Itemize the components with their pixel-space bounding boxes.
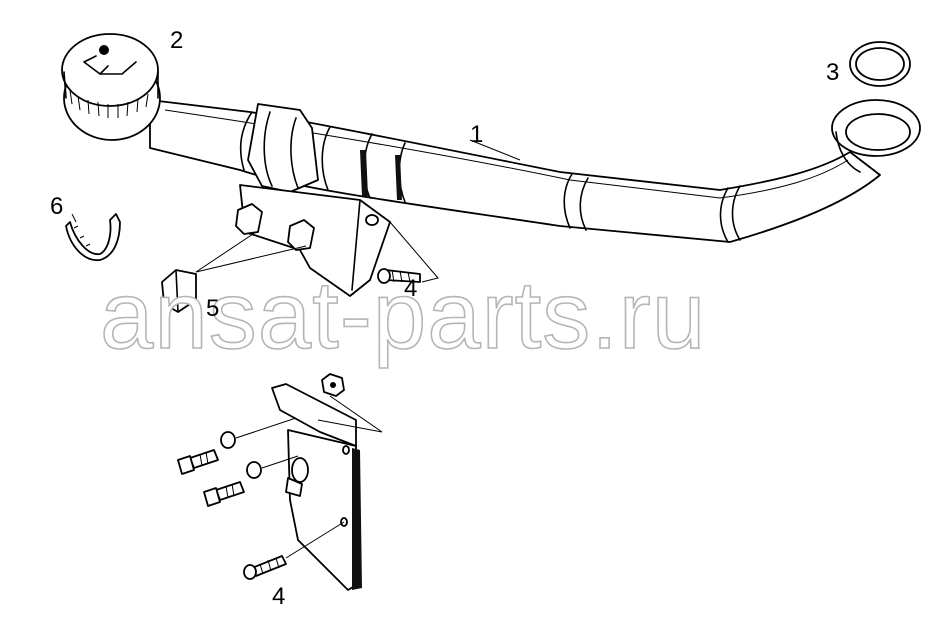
screw-lower [243,555,287,580]
callout-6: 6 [50,193,63,220]
leader-5 [195,231,307,273]
leader-1 [469,139,521,161]
hose-clip [65,213,121,261]
bolt-lower [203,461,262,507]
callout-2: 2 [170,27,183,54]
leader-4-upper [389,221,439,283]
callout-5: 5 [206,295,219,322]
callout-1: 1 [470,121,483,148]
grommet [161,269,197,313]
leader-nut [317,395,383,433]
pipe-elbow-end [831,99,921,173]
leader-bolts [235,417,299,469]
callout-4-upper: 4 [404,275,417,302]
screw-upper [377,268,421,284]
pipe-bracket [235,184,391,297]
callout-3: 3 [826,59,839,86]
filler-pipe [149,99,881,243]
bolt-upper [177,431,236,475]
leader-4-lower [285,521,345,559]
nut [321,373,345,397]
o-ring [849,41,911,87]
lower-bracket [271,383,362,591]
filler-cap [61,33,161,141]
watermark: ansat-parts.ru [100,262,706,369]
callout-4-lower: 4 [272,583,285,610]
leader-6 [71,213,77,223]
